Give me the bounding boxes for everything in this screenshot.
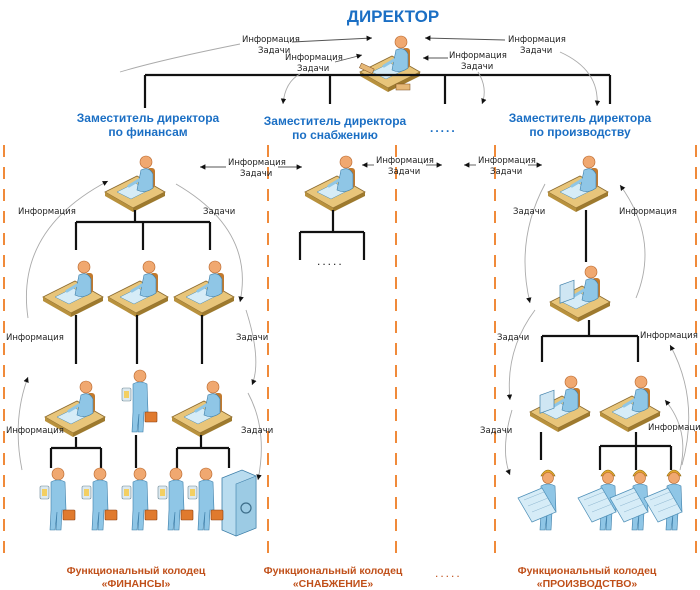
svg-text:по снабжению: по снабжению bbox=[292, 128, 378, 142]
tasks-label: Задачи bbox=[497, 333, 529, 343]
safe-icon bbox=[221, 469, 257, 537]
cashier-person-icon bbox=[121, 369, 158, 433]
worker-icon bbox=[609, 469, 649, 531]
svg-text:Задачи: Задачи bbox=[388, 167, 420, 177]
tasks-label: Задачи bbox=[480, 426, 512, 436]
production-tree-line bbox=[540, 320, 640, 362]
finance-tree-line bbox=[74, 315, 204, 364]
finance-tree-line bbox=[49, 435, 231, 468]
top-info-tasks-3: Информация Задачи bbox=[449, 51, 507, 72]
tasks-label: Задачи bbox=[203, 207, 235, 217]
svg-text:«ПРОИЗВОДСТВО»: «ПРОИЗВОДСТВО» bbox=[537, 578, 638, 590]
svg-text:Функциональный колодец: Функциональный колодец bbox=[264, 565, 403, 577]
top-info-tasks-2: Информация Задачи bbox=[285, 53, 343, 74]
info-label: Информация bbox=[619, 207, 677, 217]
svg-text:Задачи: Задачи bbox=[461, 62, 493, 72]
deputy-supply: Заместитель директора по снабжению bbox=[264, 114, 407, 142]
finance-head-desk-icon bbox=[103, 154, 167, 214]
well-production-label: Функциональный колодец «ПРОИЗВОДСТВО» bbox=[518, 565, 657, 590]
production-tree-line bbox=[539, 432, 673, 470]
deputy-production: Заместитель директора по производству bbox=[509, 111, 652, 139]
svg-text:по финансам: по финансам bbox=[108, 125, 187, 139]
worker-icon bbox=[643, 469, 683, 531]
employee-person-icon bbox=[81, 467, 118, 531]
svg-text:Заместитель директора: Заместитель директора bbox=[264, 114, 407, 128]
production-head-desk-icon bbox=[546, 154, 610, 214]
supply-ellipsis: ..... bbox=[317, 254, 344, 268]
director-title: ДИРЕКТОР bbox=[347, 7, 439, 26]
employee-person-icon bbox=[121, 467, 158, 531]
svg-text:Информация: Информация bbox=[478, 156, 536, 166]
supply-tree-line bbox=[298, 210, 366, 260]
svg-text:«СНАБЖЕНИЕ»: «СНАБЖЕНИЕ» bbox=[293, 578, 373, 590]
cross-info-tasks-2: Информация Задачи bbox=[376, 156, 434, 177]
info-label: Информация bbox=[6, 426, 64, 436]
info-label: Информация bbox=[18, 207, 76, 217]
designer-desk-icon bbox=[528, 374, 592, 434]
svg-text:Информация: Информация bbox=[242, 35, 300, 45]
svg-text:Информация: Информация bbox=[449, 51, 507, 61]
supply-head-desk-icon bbox=[303, 154, 367, 214]
svg-text:Информация: Информация bbox=[228, 158, 286, 168]
finance-tree-line bbox=[74, 210, 212, 250]
svg-text:Задачи: Задачи bbox=[240, 169, 272, 179]
svg-text:Задачи: Задачи bbox=[297, 64, 329, 74]
tasks-label: Задачи bbox=[236, 333, 268, 343]
svg-text:по производству: по производству bbox=[529, 125, 631, 139]
svg-text:Задачи: Задачи bbox=[490, 167, 522, 177]
deputy-finance: Заместитель директора по финансам bbox=[77, 111, 220, 139]
accountant-desk-icon bbox=[41, 259, 105, 319]
tasks-label: Задачи bbox=[241, 426, 273, 436]
tasks-label: Задачи bbox=[513, 207, 545, 217]
info-label: Информация bbox=[640, 331, 698, 341]
well-ellipsis: ..... bbox=[435, 566, 462, 580]
accountant-desk-icon bbox=[170, 379, 234, 439]
svg-text:Информация: Информация bbox=[285, 53, 343, 63]
svg-text:«ФИНАНСЫ»: «ФИНАНСЫ» bbox=[102, 578, 171, 590]
well-finance-label: Функциональный колодец «ФИНАНСЫ» bbox=[67, 565, 206, 590]
designer-desk-icon bbox=[548, 264, 612, 324]
info-label: Информация bbox=[648, 423, 700, 433]
svg-text:Заместитель директора: Заместитель директора bbox=[77, 111, 220, 125]
employee-person-icon bbox=[39, 467, 76, 531]
svg-text:Функциональный колодец: Функциональный колодец bbox=[518, 565, 657, 577]
svg-text:Задачи: Задачи bbox=[520, 46, 552, 56]
accountant-desk-icon bbox=[106, 259, 170, 319]
worker-icon bbox=[577, 469, 617, 531]
svg-text:Заместитель директора: Заместитель директора bbox=[509, 111, 652, 125]
svg-text:Информация: Информация bbox=[376, 156, 434, 166]
top-info-tasks-1: Информация Задачи bbox=[242, 35, 300, 56]
well-supply-label: Функциональный колодец «СНАБЖЕНИЕ» bbox=[264, 565, 403, 590]
accountant-desk-icon bbox=[172, 259, 236, 319]
director-desk-icon bbox=[358, 34, 422, 94]
cross-info-tasks-3: Информация Задачи bbox=[478, 156, 536, 177]
deputy-ellipsis: ..... bbox=[430, 121, 457, 135]
svg-text:Задачи: Задачи bbox=[258, 46, 290, 56]
top-info-tasks-4: Информация Задачи bbox=[508, 35, 566, 56]
worker-icon bbox=[517, 469, 557, 531]
svg-text:Информация: Информация bbox=[508, 35, 566, 45]
svg-text:Функциональный колодец: Функциональный колодец bbox=[67, 565, 206, 577]
employee-person-icon bbox=[187, 467, 224, 531]
info-label: Информация bbox=[6, 333, 64, 343]
employee-person-icon bbox=[157, 467, 194, 531]
director-tree-line bbox=[143, 73, 612, 108]
cross-info-tasks-1: Информация Задачи bbox=[228, 158, 286, 179]
